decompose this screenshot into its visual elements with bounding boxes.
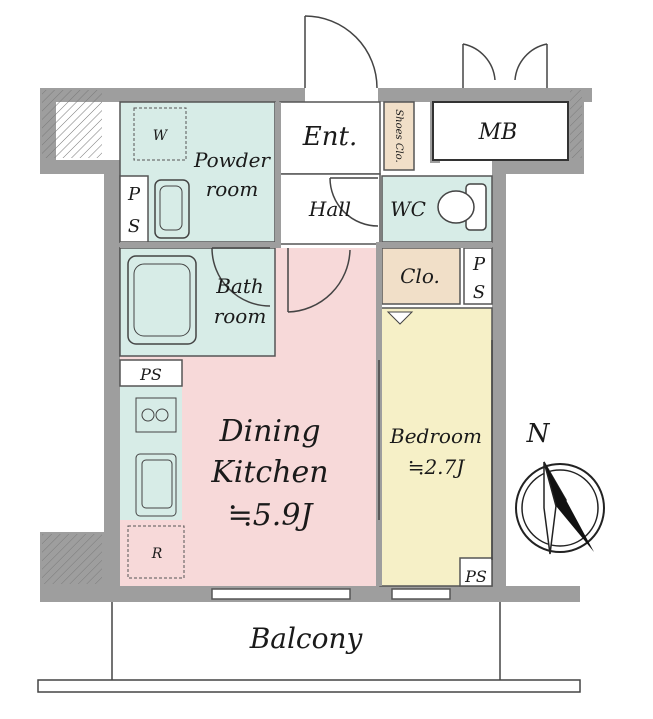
entrance-label: Ent. — [302, 122, 357, 152]
powder-room-label-2: room — [206, 177, 259, 201]
compass: N — [515, 419, 605, 555]
washbasin — [154, 179, 190, 239]
pipe-space-mid-label: PS — [139, 365, 162, 384]
windows — [211, 588, 451, 600]
meter-box-area — [432, 101, 569, 161]
compass-north-label: N — [526, 419, 551, 449]
wall-hatching — [42, 90, 582, 584]
pipe-space-left-p: P — [127, 184, 141, 205]
wc-door[interactable] — [329, 177, 379, 227]
hall-door[interactable] — [287, 248, 351, 313]
wc-label: WC — [390, 197, 426, 221]
entrance-door[interactable] — [304, 15, 378, 89]
shoes-closet-label: Shoes Clo. — [393, 109, 404, 162]
hall-label: Hall — [308, 197, 351, 221]
kitchen-label: Kitchen — [210, 455, 328, 490]
kitchen-sink — [135, 453, 177, 517]
pipe-space-bedroom-area — [459, 557, 493, 587]
compass-needle-tip — [543, 461, 557, 555]
compass-ring-inner — [521, 469, 599, 547]
powder-room-label-1: Powder — [193, 148, 271, 172]
bathtub-inner — [133, 263, 191, 337]
pipe-space-left-s: S — [128, 216, 140, 237]
bedroom-area-label: ≒2.7J — [408, 455, 466, 479]
meter-box-label: MB — [478, 120, 518, 145]
bedroom-label: Bedroom — [389, 424, 482, 448]
compass-needle-north — [544, 462, 594, 552]
washbasin-bowl — [159, 185, 183, 231]
balcony — [37, 602, 581, 693]
pipe-space-right-area — [463, 247, 493, 305]
fridge-label: R — [151, 546, 163, 562]
mb-doors[interactable] — [462, 43, 548, 88]
balcony-label: Balcony — [249, 622, 364, 655]
dining-kitchen-area-label: ≒5.9J — [228, 498, 315, 533]
dining-label: Dining — [218, 414, 320, 449]
bedroom-area — [379, 307, 493, 587]
bath-room-label-2: room — [214, 304, 267, 328]
closet-marker — [386, 311, 414, 325]
pipe-space-right-p: P — [472, 254, 486, 275]
pipe-space-bedroom-label: PS — [464, 567, 487, 586]
fridge-space — [127, 525, 185, 579]
pipe-space-mid-area — [119, 359, 183, 387]
shoes-closet-area — [383, 101, 415, 171]
toilet — [437, 183, 487, 231]
compass-ring-outer — [515, 463, 605, 553]
washer-pan — [133, 107, 187, 161]
bath-room-label-1: Bath — [215, 274, 264, 298]
bath-door[interactable] — [211, 247, 271, 307]
washer-label: W — [153, 128, 169, 144]
closet-area — [381, 247, 461, 305]
bathtub — [127, 255, 197, 345]
pipe-space-right-s: S — [473, 282, 485, 303]
closet-label: Clo. — [400, 264, 440, 288]
stove — [135, 397, 177, 433]
